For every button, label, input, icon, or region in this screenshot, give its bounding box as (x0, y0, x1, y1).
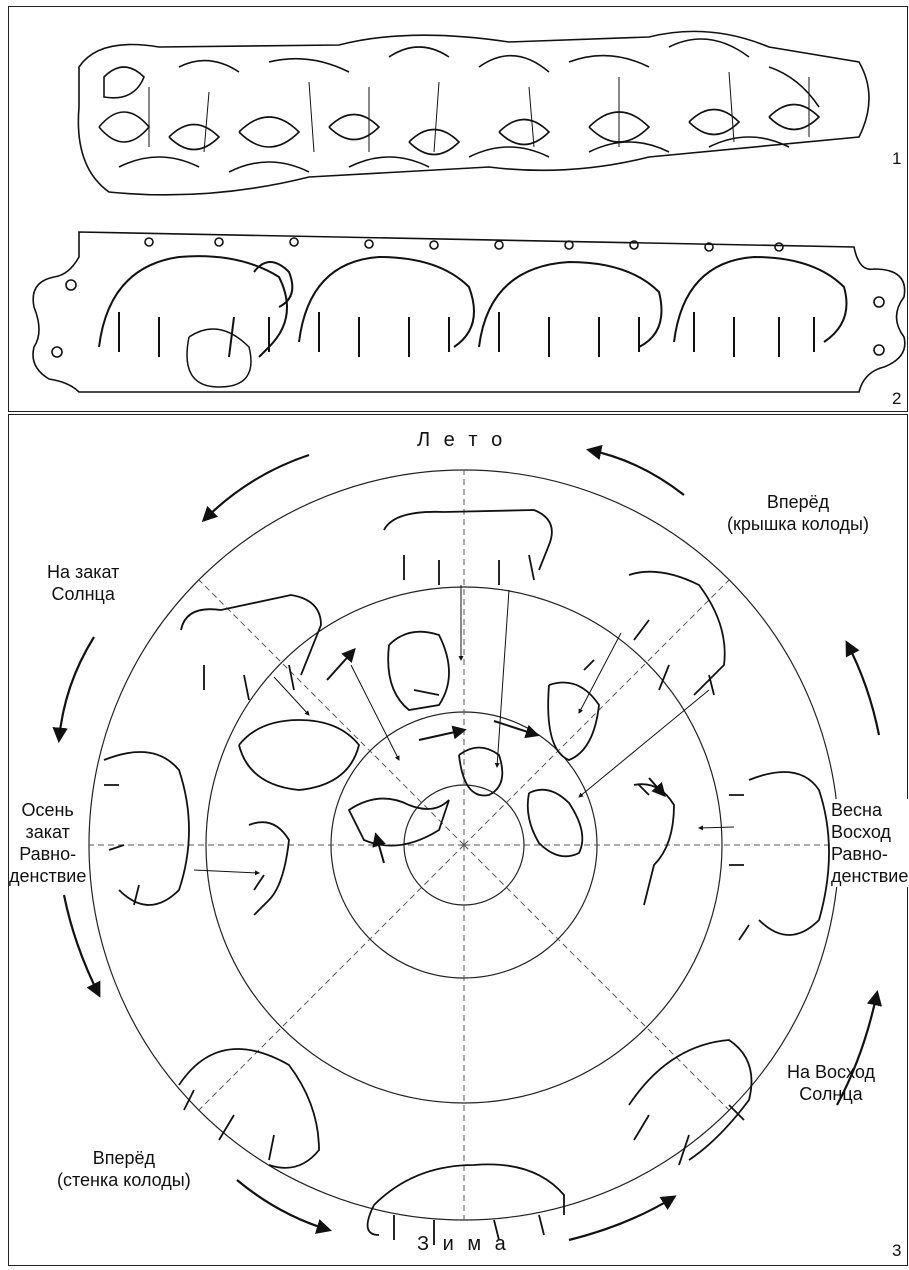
label-spring-line3: Равно- (831, 843, 908, 865)
label-forward-lid-line2: (крышка колоды) (727, 513, 869, 535)
label-autumn-line1: Осень (9, 799, 86, 821)
label-spring: Весна Восход Равно- денствие (831, 799, 908, 887)
frieze-drawing (9, 7, 909, 413)
frieze-panel: 1 2 (8, 6, 908, 412)
label-spring-line2: Восход (831, 821, 908, 843)
calendar-panel: Л е т о З и м а Вперёд (крышка колоды) Н… (8, 414, 908, 1266)
inner-arrows (327, 650, 664, 863)
label-forward-wall-line2: (стенка колоды) (57, 1169, 191, 1191)
label-spring-line1: Весна (831, 799, 908, 821)
figure-number-2: 2 (892, 389, 901, 409)
frieze-2-plaque-icon (33, 232, 905, 392)
radial-guides (89, 470, 839, 1220)
season-winter: З и м а (417, 1233, 510, 1256)
label-forward-lid-line1: Вперёд (727, 491, 869, 513)
label-autumn: Осень закат Равно- денствие (9, 799, 86, 887)
label-sunrise: На Восход Солнца (787, 1061, 875, 1105)
label-sunset-line2: Солнца (47, 583, 119, 605)
label-sunrise-line1: На Восход (787, 1061, 875, 1083)
label-forward-wall: Вперёд (стенка колоды) (57, 1147, 191, 1191)
label-autumn-line3: Равно- (9, 843, 86, 865)
label-spring-line4: денствие (831, 865, 908, 887)
frieze-1-carving-icon (78, 31, 869, 194)
label-autumn-line2: закат (9, 821, 86, 843)
label-forward-wall-line1: Вперёд (57, 1147, 191, 1169)
figure-number-3: 3 (892, 1241, 901, 1261)
tiger-figures-icon (99, 256, 847, 387)
calendar-diagram (9, 415, 909, 1267)
label-sunrise-line2: Солнца (787, 1083, 875, 1105)
season-summer: Л е т о (417, 429, 506, 452)
label-forward-lid: Вперёд (крышка колоды) (727, 491, 869, 535)
figure-number-1: 1 (892, 149, 901, 169)
label-autumn-line4: денствие (9, 865, 86, 887)
label-sunset-line1: На закат (47, 561, 119, 583)
label-sunset: На закат Солнца (47, 561, 119, 605)
